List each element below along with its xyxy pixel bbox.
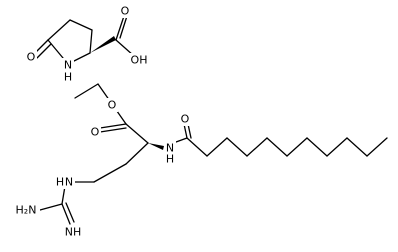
bond <box>306 137 328 157</box>
guan-nh-label: N <box>65 176 73 189</box>
guan-nh2-label: H₂N <box>16 204 37 217</box>
carbonyl-o-label: O <box>91 126 100 139</box>
bond <box>246 137 268 157</box>
pyroglu-h-label: H <box>64 71 72 84</box>
bond <box>99 127 127 133</box>
pyroglu-ring-o-label: O <box>27 51 36 64</box>
amide-o-label: O <box>181 113 190 126</box>
pyroglu-n-label: N <box>64 59 72 72</box>
guan-imine-label: NH <box>65 226 82 239</box>
wedge-bond <box>148 143 164 150</box>
bond <box>187 123 192 139</box>
pyroglutamic-acid <box>33 15 135 65</box>
bond <box>175 137 188 143</box>
bond <box>183 123 188 139</box>
ethyl-lauroyl-arginate <box>39 83 388 225</box>
bond <box>346 137 368 157</box>
bond <box>266 137 288 157</box>
pyroglu-acid-oh-label: OH <box>131 54 148 67</box>
wedge-bond <box>90 36 116 53</box>
amide-n-label: N <box>166 142 174 155</box>
guan-nh-h-label: H <box>56 176 64 189</box>
bond <box>366 137 388 157</box>
bond <box>39 203 63 211</box>
bond <box>226 137 248 157</box>
bond <box>99 123 127 129</box>
bond <box>286 137 308 157</box>
amide-h-label: H <box>166 153 174 166</box>
bond <box>36 43 52 59</box>
bond <box>93 163 127 183</box>
atom-labels: O N H O OH O O O N H N H H₂N NH <box>12 4 191 239</box>
pyroglu-acid-o-label: O <box>121 5 130 18</box>
bond <box>47 19 71 41</box>
bond <box>119 15 128 39</box>
bond <box>69 19 93 31</box>
bond <box>115 15 125 41</box>
ester-o-label: O <box>108 99 117 112</box>
bond <box>74 83 99 99</box>
bond <box>125 142 149 165</box>
bond <box>89 29 93 54</box>
bond <box>65 202 75 223</box>
bond <box>125 123 149 144</box>
bond <box>186 137 208 157</box>
bond <box>206 137 228 157</box>
bond <box>61 203 71 225</box>
bond <box>326 137 348 157</box>
